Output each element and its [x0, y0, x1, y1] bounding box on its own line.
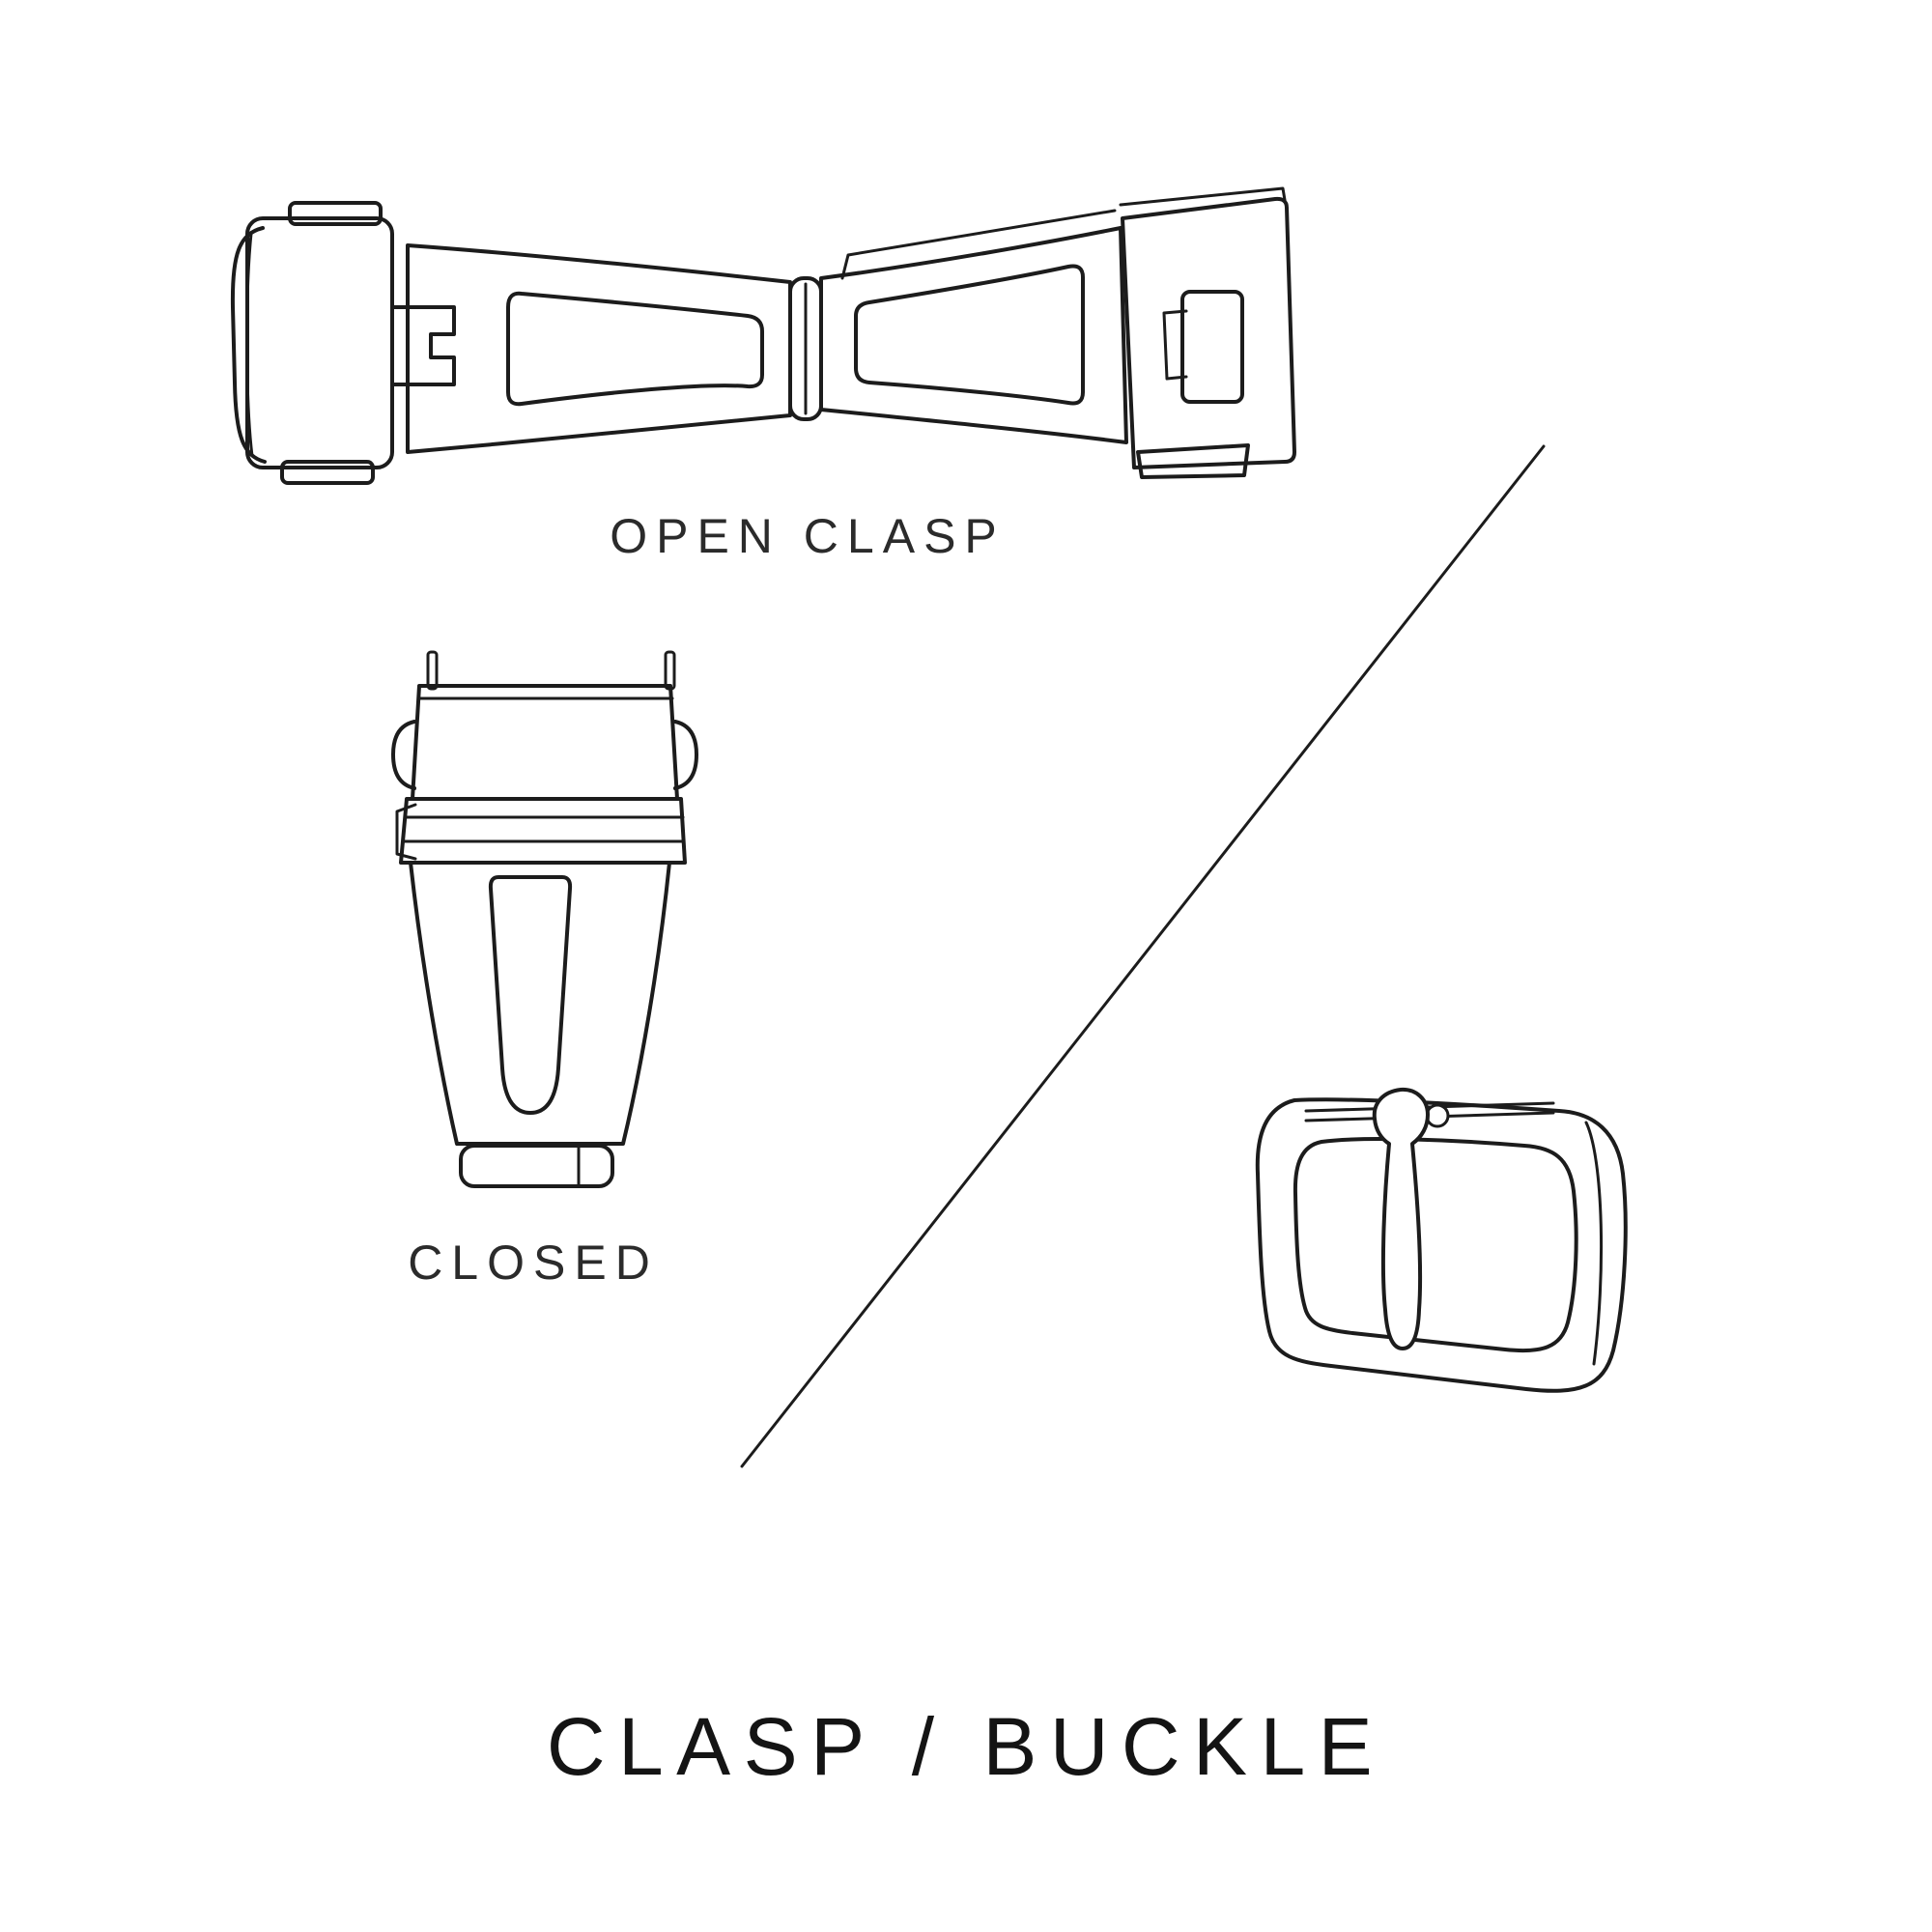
buckle-illustration [1255, 1087, 1628, 1393]
closed-clasp-illustration [391, 650, 698, 1188]
right-bottom-tab [1136, 443, 1250, 479]
body-slot [488, 875, 573, 1115]
left-ear [391, 720, 416, 790]
left-hook [390, 305, 456, 386]
tapered-body [409, 861, 671, 1146]
left-blade-cutout [506, 291, 764, 407]
left-blade-outline [406, 243, 792, 454]
bottom-bar [459, 1144, 614, 1188]
right-blade-outline [819, 226, 1128, 444]
open-clasp-caption: OPEN CLASP [610, 509, 1006, 563]
right-end-link [1121, 196, 1296, 469]
right-ear [673, 720, 698, 790]
buckle-right-thickness [1584, 1121, 1604, 1366]
left-prong [426, 650, 439, 691]
right-inner-keeper [1180, 290, 1244, 404]
right-hook-detail [1162, 309, 1188, 381]
right-prong [664, 650, 676, 691]
left-end-link [245, 216, 394, 469]
buckle-frame-inner [1293, 1137, 1578, 1353]
closed-caption: CLOSED [408, 1236, 659, 1290]
prong-loop-ring [1425, 1103, 1450, 1128]
buckle-prong [1372, 1087, 1430, 1350]
buckle-frame-outer [1255, 1097, 1628, 1393]
left-bottom-tab [280, 460, 375, 485]
left-top-tab [288, 201, 383, 226]
band-section [399, 797, 687, 865]
top-cap [411, 684, 679, 801]
right-top-step [1119, 186, 1287, 207]
divider-line [740, 444, 1546, 1468]
band-left-notch [395, 803, 417, 861]
right-blade-cutout [854, 264, 1085, 406]
diagram-title: CLASP / BUCKLE [546, 1701, 1386, 1792]
right-top-strip [840, 209, 1117, 280]
open-clasp-illustration [230, 186, 1296, 485]
